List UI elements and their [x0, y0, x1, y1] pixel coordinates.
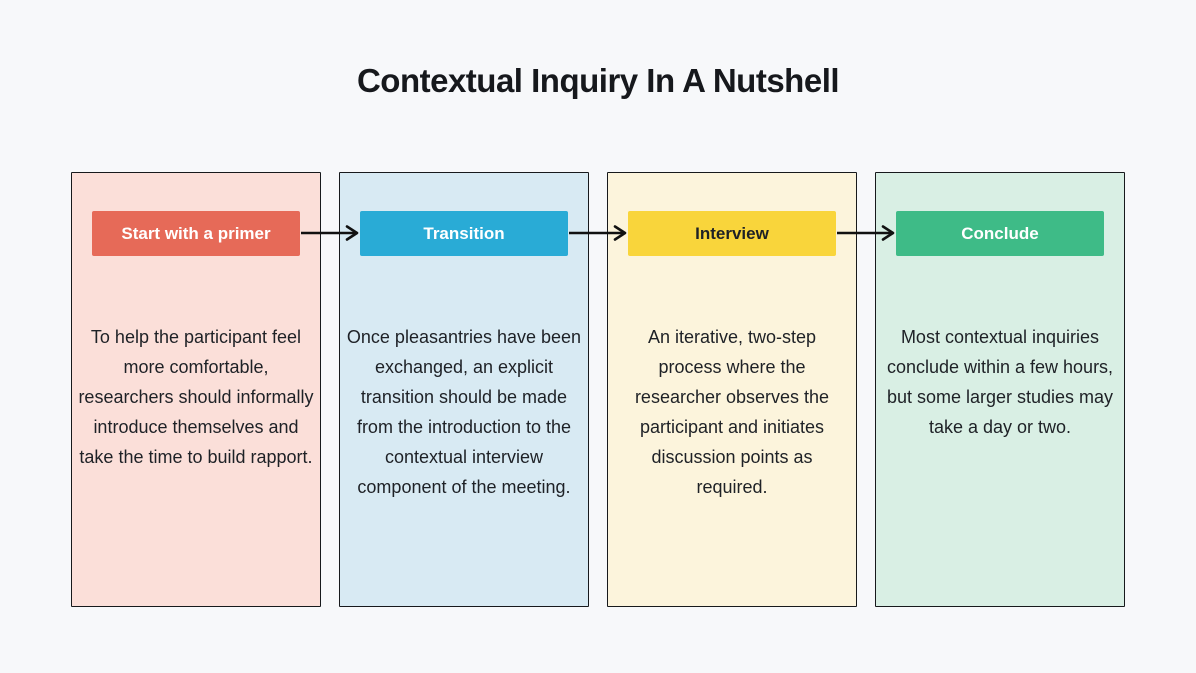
step-label: Start with a primer	[121, 223, 271, 243]
step-card-interview: Interview An iterative, two-step process…	[607, 172, 857, 607]
step-label-badge: Interview	[628, 211, 836, 256]
step-label-badge: Transition	[360, 211, 568, 256]
step-cards-row: Start with a primer To help the particip…	[71, 172, 1125, 607]
step-label: Conclude	[961, 223, 1039, 243]
flow-arrow-right-icon	[301, 224, 359, 242]
step-description: To help the participant feel more comfor…	[78, 327, 314, 467]
step-description: An iterative, two-step process where the…	[634, 327, 830, 497]
step-label-badge: Start with a primer	[92, 211, 300, 256]
step-description: Once pleasantries have been exchanged, a…	[346, 327, 582, 497]
step-card-start-with-a-primer: Start with a primer To help the particip…	[71, 172, 321, 607]
step-card-transition: Transition Once pleasantries have been e…	[339, 172, 589, 607]
flow-arrow-right-icon	[569, 224, 627, 242]
flow-arrow-right-icon	[837, 224, 895, 242]
flow-diagram: Start with a primer To help the particip…	[71, 172, 1125, 607]
step-description: Most contextual inquiries conclude withi…	[886, 327, 1114, 437]
step-label-badge: Conclude	[896, 211, 1104, 256]
step-card-conclude: Conclude Most contextual inquiries concl…	[875, 172, 1125, 607]
step-label: Interview	[695, 223, 769, 243]
step-label: Transition	[423, 223, 505, 243]
page-title: Contextual Inquiry In A Nutshell	[356, 62, 840, 99]
